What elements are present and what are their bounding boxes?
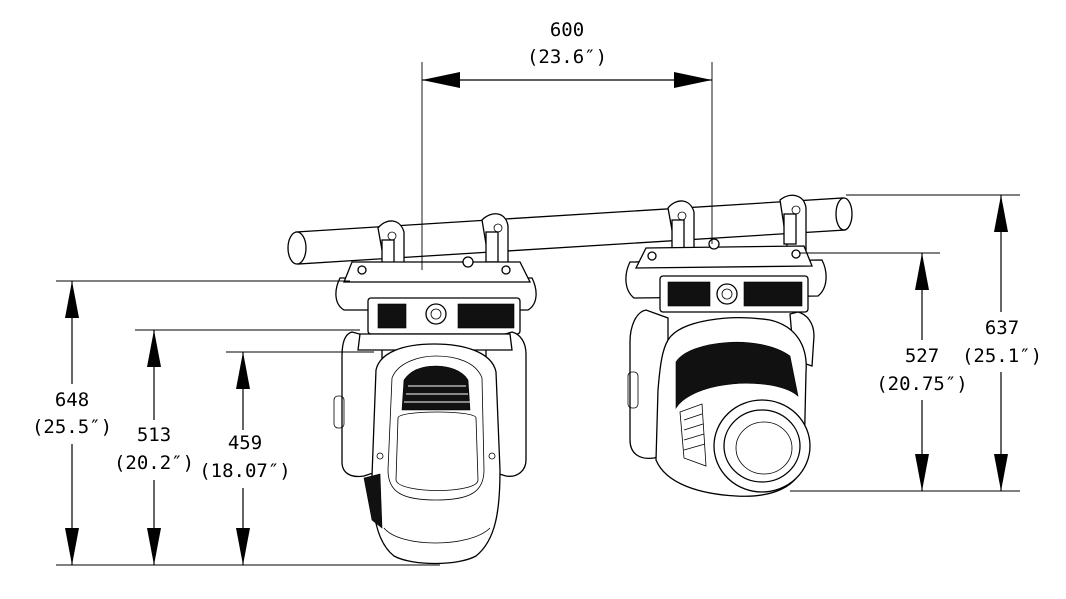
arrowhead: [994, 454, 1008, 491]
dim-value: 459: [228, 432, 262, 454]
dim-inches: (25.5″): [32, 416, 112, 438]
arrowhead: [65, 281, 79, 318]
truss-pipe: [287, 197, 853, 265]
left-fixture: [333, 256, 537, 565]
arrowhead: [915, 454, 929, 491]
arrowhead: [236, 352, 250, 389]
dim-value: 637: [985, 317, 1019, 339]
arrowhead: [674, 72, 712, 88]
dim-inches: (25.1″): [962, 345, 1042, 367]
arrowhead: [236, 528, 250, 565]
dim-left-inner: 459 (18.07″): [196, 351, 374, 565]
dim-inches: (20.75″): [876, 373, 968, 395]
dim-inches: (20.2″): [114, 452, 194, 474]
arrowhead: [915, 253, 929, 290]
arrowhead: [994, 195, 1008, 232]
arrowhead: [147, 330, 161, 367]
dim-right-overall: 637 (25.1″): [846, 194, 1046, 491]
dim-top-width: 600 (23.6″): [421, 19, 713, 270]
dim-inches: (23.6″): [527, 46, 607, 68]
dim-value: 600: [550, 19, 584, 41]
clamp-right-a: [667, 200, 695, 253]
dim-inches: (18.07″): [199, 460, 291, 482]
arrowhead: [422, 72, 460, 88]
dim-value: 527: [905, 345, 939, 367]
dim-value: 648: [55, 389, 89, 411]
clamp-left-b: [481, 213, 509, 269]
dim-right-inner: 527 (20.75″): [790, 252, 1020, 492]
dim-value: 513: [137, 424, 171, 446]
arrowhead: [65, 528, 79, 565]
clamp-right-b: [779, 194, 807, 253]
dim-left-overall: 648 (25.5″): [20, 280, 440, 566]
arrowhead: [147, 528, 161, 565]
right-fixture: [625, 238, 827, 497]
dim-left-mid: 513 (20.2″): [110, 329, 360, 565]
